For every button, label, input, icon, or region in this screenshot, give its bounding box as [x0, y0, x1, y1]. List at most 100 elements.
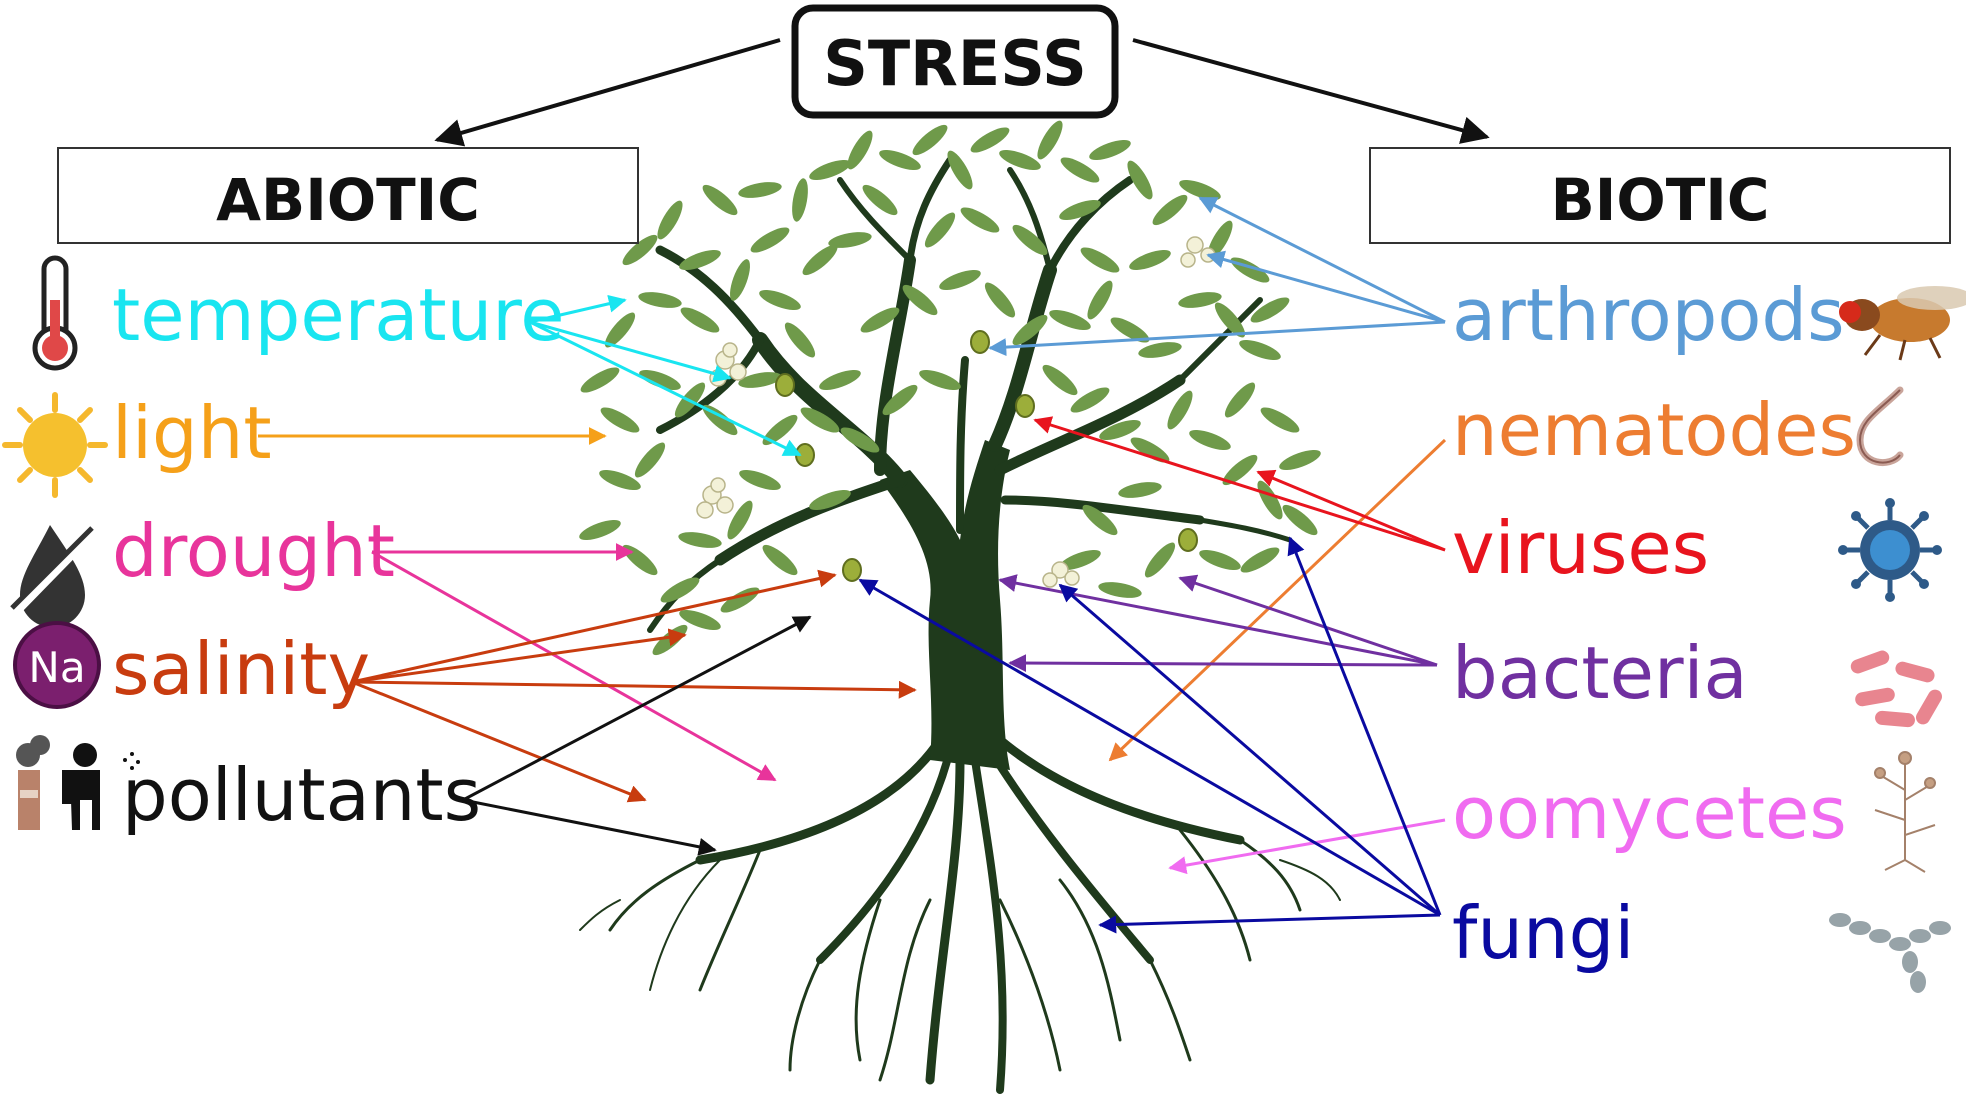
biotic-label-viruses: viruses	[1452, 506, 1709, 590]
leaf	[1189, 430, 1231, 450]
leaf	[638, 292, 682, 308]
connector-arrows	[258, 196, 1447, 934]
leaf	[1222, 454, 1258, 486]
leaf	[970, 127, 1010, 153]
leaf	[862, 184, 898, 216]
no-water-drop-icon	[8, 525, 99, 628]
biotic-label: BIOTIC	[1551, 166, 1770, 234]
abiotic-label-light: light	[112, 391, 272, 475]
abiotic-header: ABIOTIC	[57, 147, 639, 244]
leaf	[762, 544, 798, 576]
leaf	[1118, 482, 1162, 498]
worm-icon	[1856, 386, 1904, 466]
leaf	[702, 404, 738, 436]
leaf	[1250, 297, 1290, 323]
oomycete-icon	[1874, 751, 1936, 873]
arrow-stress-to-abiotic	[434, 38, 781, 147]
arrow-salinity-2	[351, 628, 687, 684]
leaf	[1060, 157, 1100, 183]
arrow-fungi-2	[1058, 583, 1441, 917]
leaf	[1279, 450, 1321, 470]
leaf	[1282, 504, 1318, 536]
leaf	[679, 610, 721, 630]
leaf	[1144, 542, 1176, 578]
leaf	[1087, 280, 1113, 320]
leaf	[800, 407, 840, 433]
leaf	[882, 384, 918, 416]
leaf	[680, 307, 720, 333]
leaf	[1224, 382, 1256, 418]
biotic-label-fungi: fungi	[1452, 891, 1634, 975]
factory-sprayer-icon	[16, 735, 140, 830]
leaf	[1089, 140, 1131, 160]
biotic-label-nematodes: nematodes	[1452, 388, 1856, 472]
leaf	[762, 414, 798, 446]
leaf	[580, 367, 620, 393]
biotic-label-oomycetes: oomycetes	[1452, 771, 1847, 855]
leaf	[1080, 247, 1120, 273]
leaf	[792, 178, 808, 222]
leaf	[809, 490, 851, 510]
leaf	[1199, 550, 1241, 570]
leaf	[912, 124, 948, 156]
leaf	[1082, 504, 1118, 536]
arrow-bacteria-2	[1178, 574, 1438, 667]
leaf	[660, 577, 700, 603]
leaf	[847, 130, 873, 170]
fly-icon	[1839, 286, 1966, 361]
tree-foliage	[579, 120, 1321, 656]
leaf	[1037, 120, 1063, 160]
leaf	[1070, 387, 1110, 413]
leaf	[919, 370, 961, 390]
abiotic-label-drought: drought	[112, 509, 395, 593]
arrow-viruses-1	[1033, 416, 1446, 552]
leaf	[1127, 160, 1153, 200]
arrow-nematodes-1	[1108, 438, 1447, 762]
leaf	[1099, 420, 1141, 440]
leaf	[984, 282, 1016, 318]
leaf	[809, 160, 851, 180]
arrow-fungi-3	[1287, 536, 1442, 916]
leaf	[1239, 340, 1281, 360]
thermometer-icon	[32, 255, 78, 371]
leaf	[1012, 224, 1048, 256]
leaf	[860, 307, 900, 333]
arrow-temperature-2	[529, 320, 732, 383]
abiotic-label-temperature: temperature	[112, 273, 565, 357]
leaf	[759, 290, 801, 310]
leaf	[999, 150, 1041, 170]
arrow-pollutants-2	[462, 798, 717, 856]
abiotic-label-salinity: salinity	[112, 627, 370, 711]
bacteria-icon	[1850, 650, 1942, 728]
leaf	[579, 520, 621, 540]
arrow-stress-to-biotic	[1132, 38, 1490, 144]
leaf	[939, 270, 981, 290]
sun-icon	[2, 392, 108, 498]
arrow-temperature-1	[529, 294, 627, 324]
leaf	[639, 370, 681, 390]
leaf	[1012, 314, 1048, 346]
leaf	[1130, 437, 1170, 463]
biotic-label-arthropods: arthropods	[1452, 273, 1845, 357]
root-label: STRESS	[823, 27, 1087, 100]
abiotic-label-pollutants: pollutants	[122, 753, 481, 837]
leaf	[727, 500, 753, 540]
leaf	[1178, 292, 1222, 308]
leaf	[802, 244, 838, 276]
arrow-salinity-4	[351, 680, 647, 803]
leaf	[634, 442, 666, 478]
leaf	[739, 470, 781, 490]
leaf	[1129, 250, 1171, 270]
leaf	[1152, 194, 1188, 226]
biotic-label-bacteria: bacteria	[1452, 631, 1748, 715]
arrow-arthropods-2	[1206, 250, 1446, 324]
leaf	[1059, 550, 1101, 570]
arrow-drought-2	[371, 550, 777, 782]
leaf	[730, 259, 750, 301]
leaf	[657, 200, 683, 240]
leaf	[1214, 302, 1246, 338]
arrow-bacteria-1	[998, 574, 1438, 667]
leaf	[750, 227, 790, 253]
abiotic-label: ABIOTIC	[216, 166, 480, 234]
arrow-viruses-2	[1256, 469, 1446, 552]
